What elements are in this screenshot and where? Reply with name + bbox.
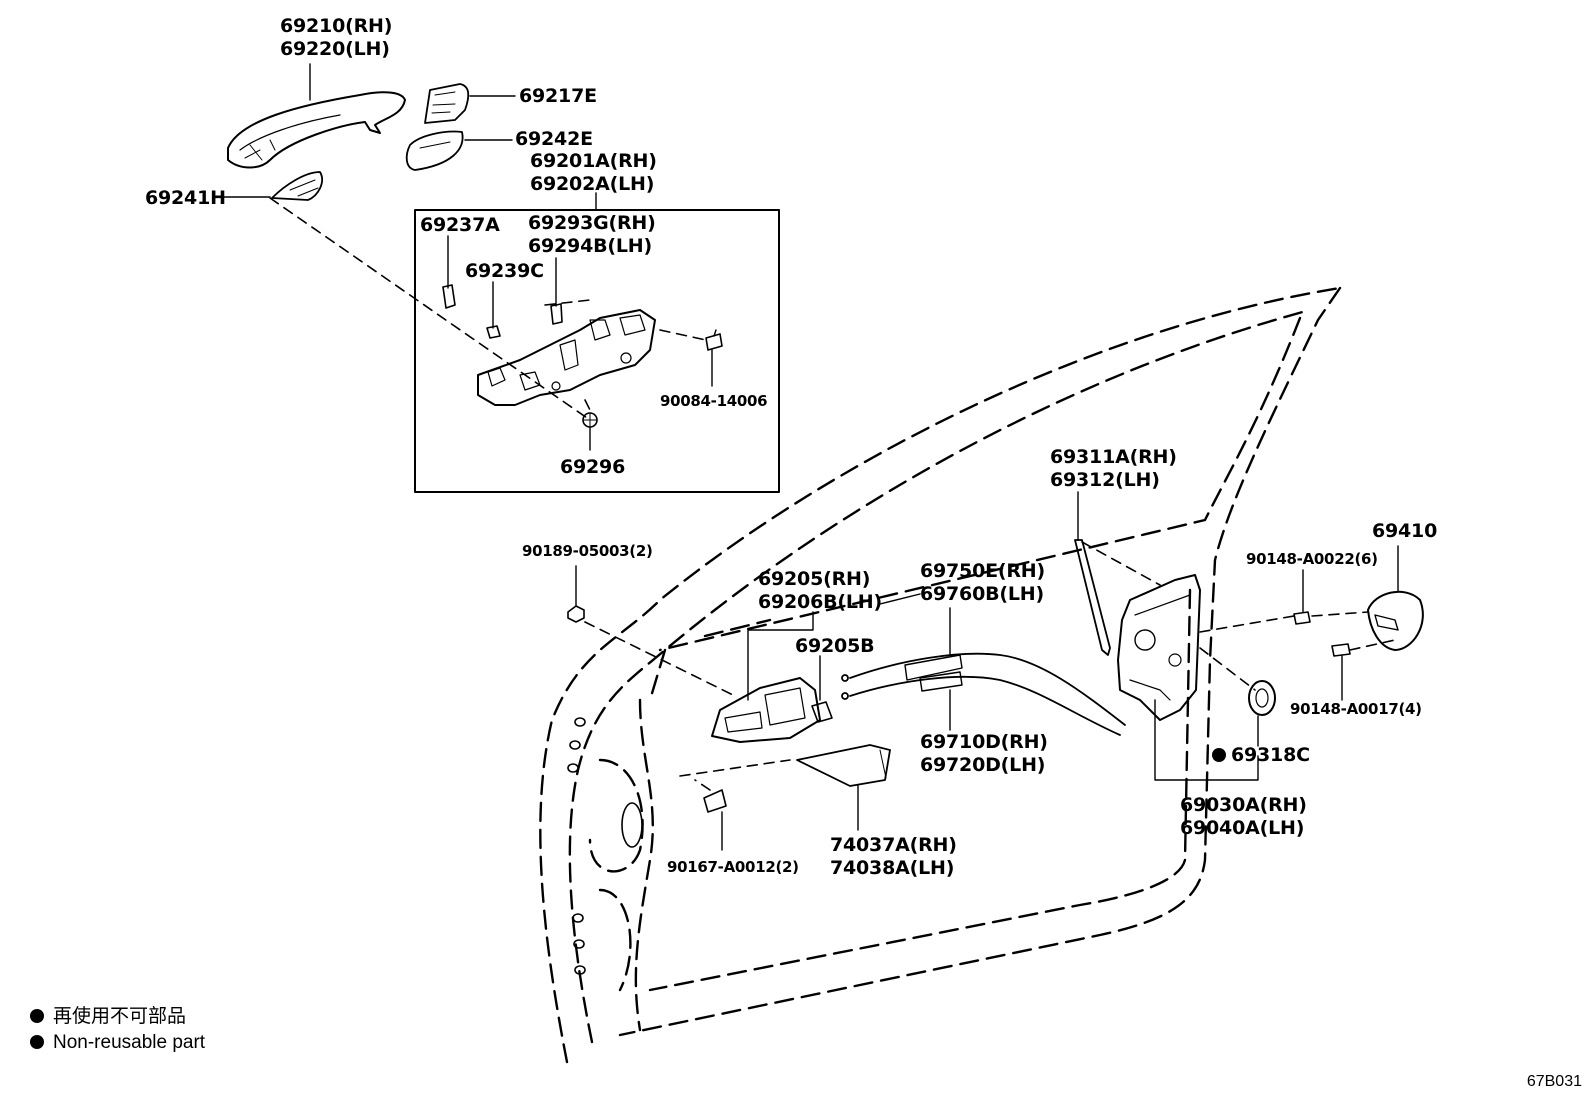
nut <box>567 605 585 623</box>
handle-cover-upper <box>424 83 470 124</box>
bezel <box>796 744 891 787</box>
frame-bolt <box>705 329 723 351</box>
frame-inset-box <box>414 209 780 493</box>
label-striker-screw-6: 90148-A0022(6) <box>1246 550 1378 568</box>
inside-handle <box>711 677 821 743</box>
leader-lines <box>221 63 1399 851</box>
label-handle-frame: 69201A(RH)69202A(LH) <box>530 150 657 195</box>
label-cover-lower: 69242E <box>515 128 593 150</box>
label-inside-handle: 69205(RH)69206B(LH) <box>758 568 882 613</box>
lock-rod <box>1074 539 1111 656</box>
label-outside-handle: 69210(RH)69220(LH) <box>280 15 393 60</box>
striker <box>1367 590 1424 651</box>
label-frame-pad: 69237A <box>420 214 500 236</box>
label-frame-bolt: 90084-14006 <box>660 392 768 410</box>
legend-jp: 再使用不可部品 <box>30 1005 186 1029</box>
label-handle-cap: 69241H <box>145 187 226 209</box>
handle-frame <box>477 309 656 406</box>
lock-cables <box>841 652 1126 736</box>
label-striker-screw-4: 90148-A0017(4) <box>1290 700 1422 718</box>
label-striker: 69410 <box>1372 520 1438 542</box>
assembly-lines-lower <box>584 541 1396 791</box>
non-reusable-dot-icon <box>1212 748 1226 762</box>
door-outline <box>539 286 1342 1064</box>
handle-cap <box>271 171 323 201</box>
outside-handle <box>227 91 406 169</box>
label-lock-cable: 69710D(RH)69720D(LH) <box>920 731 1048 776</box>
door-holes <box>567 717 643 975</box>
label-lock-assembly: 69030A(RH)69040A(LH) <box>1180 794 1307 839</box>
label-frame-clip: 69239C <box>465 260 544 282</box>
striker-screw-6 <box>1293 611 1311 625</box>
label-cover-upper: 69217E <box>519 85 597 107</box>
lock-seal <box>1248 680 1276 716</box>
handle-cover-lower <box>405 130 464 171</box>
figure-id: 67B031 <box>1526 1073 1582 1090</box>
frame-screw <box>582 412 598 428</box>
label-bezel: 74037A(RH)74038A(LH) <box>830 834 957 879</box>
label-inside-screw: 90167-A0012(2) <box>667 858 799 876</box>
label-remote-cable: 69750E(RH)69760B(LH) <box>920 560 1045 605</box>
legend-en: Non-reusable part <box>30 1031 205 1055</box>
label-seal: 69318C <box>1212 744 1310 767</box>
label-nut: 90189-05003(2) <box>522 542 653 560</box>
frame-pad <box>442 284 456 309</box>
frame-sub-part <box>550 303 563 325</box>
label-frame-sub: 69293G(RH)69294B(LH) <box>528 212 656 257</box>
door-lock-assembly <box>1117 574 1201 721</box>
bullet-dot-icon <box>30 1009 44 1023</box>
label-inside-handle-sub: 69205B <box>795 635 875 657</box>
assembly-lines-top <box>269 197 707 421</box>
striker-screw-4 <box>1331 643 1351 657</box>
inside-screw <box>703 789 727 813</box>
bullet-dot-icon <box>30 1035 44 1049</box>
inside-handle-sub <box>811 701 833 723</box>
label-lock-rod: 69311A(RH)69312(LH) <box>1050 446 1177 491</box>
label-frame-screw: 69296 <box>560 456 626 478</box>
